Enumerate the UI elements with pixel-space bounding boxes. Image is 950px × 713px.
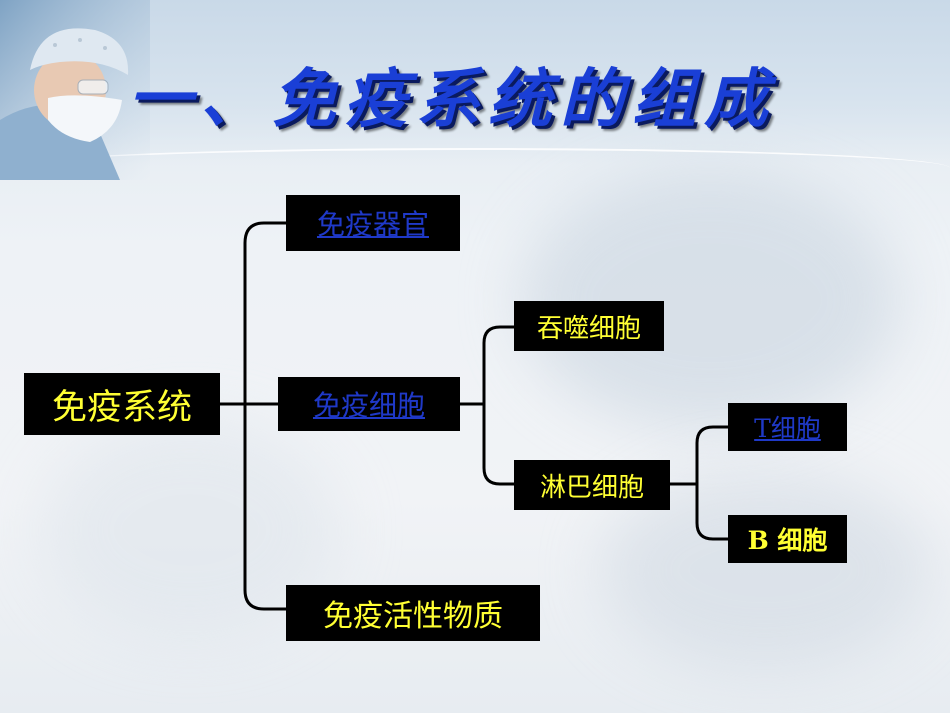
root-node-label: 免疫系统: [51, 387, 192, 428]
b-cell-label: B 细胞: [747, 526, 828, 555]
immune-cells-label[interactable]: 免疫细胞: [312, 389, 425, 422]
node-b-cell: B 细胞: [728, 515, 847, 563]
header-divider: [0, 148, 950, 180]
slide-title: 一、免疫系统的组成: [128, 62, 776, 137]
lymphocyte-label: 淋巴细胞: [539, 472, 644, 503]
immune-organs-label[interactable]: 免疫器官: [316, 208, 429, 241]
node-phagocyte: 吞噬细胞: [514, 301, 664, 351]
node-lymphocyte: 淋巴细胞: [514, 460, 670, 510]
root-node-immune-system: 免疫系统: [24, 373, 220, 435]
link-t-cell[interactable]: T细胞: [728, 403, 847, 451]
link-immune-organs[interactable]: 免疫器官: [286, 195, 460, 251]
surgeon-photo: [0, 0, 150, 180]
background-shape: [520, 170, 900, 430]
link-immune-cells[interactable]: 免疫细胞: [278, 377, 460, 431]
t-cell-label[interactable]: T细胞: [754, 414, 821, 443]
header-band: [0, 0, 950, 165]
immune-active-substances-label: 免疫活性物质: [323, 599, 503, 634]
node-immune-active-substances: 免疫活性物质: [286, 585, 540, 641]
phagocyte-label: 吞噬细胞: [536, 313, 641, 344]
